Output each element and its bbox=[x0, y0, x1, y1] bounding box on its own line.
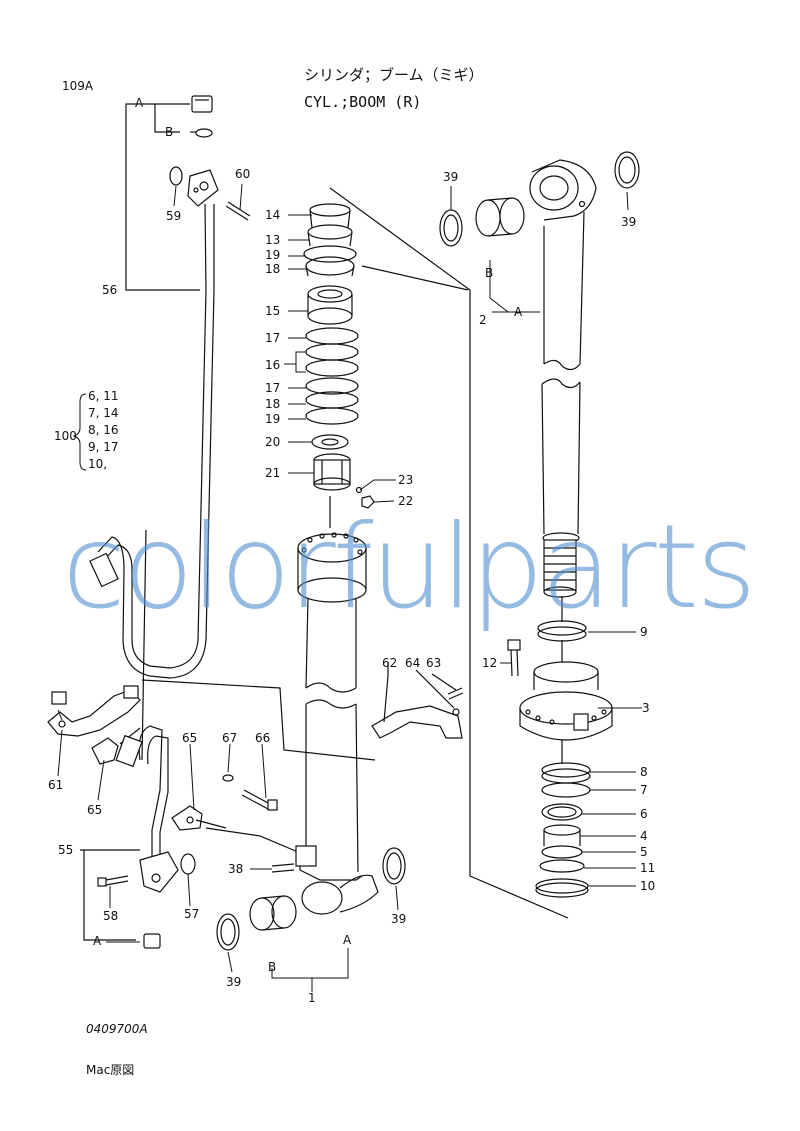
callout-21: 21 bbox=[265, 466, 281, 480]
drawing-number: 0409700A bbox=[86, 1022, 148, 1036]
callout-23: 23 bbox=[398, 473, 414, 487]
callout-39-top-right: 39 bbox=[621, 215, 637, 229]
callout-A-top: A bbox=[135, 96, 144, 110]
seal-stack bbox=[303, 203, 375, 509]
callout-15: 15 bbox=[265, 304, 281, 318]
watermark: colorfulparts bbox=[62, 500, 757, 635]
callout-6: 6 bbox=[640, 807, 648, 821]
callout-7: 7 bbox=[640, 783, 648, 797]
callout-2: 2 bbox=[479, 313, 487, 327]
callout-66: 66 bbox=[255, 731, 271, 745]
callout-65-right: 65 bbox=[182, 731, 198, 745]
callout-A-bottom: A bbox=[343, 933, 352, 947]
callout-61: 61 bbox=[48, 778, 64, 792]
callout-B-bottom: B bbox=[268, 960, 277, 974]
callout-12: 12 bbox=[482, 656, 498, 670]
callout-17b: 17 bbox=[265, 381, 281, 395]
callout-58: 58 bbox=[103, 909, 119, 923]
callout-4: 4 bbox=[640, 829, 648, 843]
callout-56: 56 bbox=[102, 283, 118, 297]
callout-38: 38 bbox=[228, 862, 244, 876]
group-item-5: 10, bbox=[88, 457, 108, 471]
leader-lines bbox=[57, 183, 642, 992]
title-japanese: シリンダ；ブーム（ミギ） bbox=[304, 66, 484, 84]
callout-A-right: A bbox=[514, 305, 523, 319]
callout-14: 14 bbox=[265, 208, 281, 222]
callout-10: 10 bbox=[640, 879, 656, 893]
callout-39-top-left: 39 bbox=[443, 170, 459, 184]
callout-B-top: B bbox=[165, 125, 174, 139]
callout-19b: 19 bbox=[265, 412, 281, 426]
callout-5: 5 bbox=[640, 845, 648, 859]
callout-55: 55 bbox=[58, 843, 74, 857]
group-brace bbox=[72, 393, 87, 471]
callout-B-right: B bbox=[485, 266, 494, 280]
callout-8: 8 bbox=[640, 765, 648, 779]
callout-9: 9 bbox=[640, 625, 648, 639]
callout-22: 22 bbox=[398, 494, 414, 508]
callout-18a: 18 bbox=[265, 262, 281, 276]
callout-13: 13 bbox=[265, 233, 281, 247]
callout-16: 16 bbox=[265, 358, 281, 372]
callout-60: 60 bbox=[235, 167, 251, 181]
group-item-1: 6, 11 bbox=[88, 389, 119, 403]
callout-18b: 18 bbox=[265, 397, 281, 411]
piston-stack bbox=[507, 620, 613, 898]
group-item-4: 9, 17 bbox=[88, 440, 119, 454]
group-item-2: 7, 14 bbox=[88, 406, 119, 420]
callout-67: 67 bbox=[222, 731, 238, 745]
callout-65-left: 65 bbox=[87, 803, 103, 817]
assembly-lines bbox=[329, 187, 569, 919]
cylinder-rod bbox=[216, 532, 464, 951]
callout-A-bottom-left: A bbox=[93, 934, 102, 948]
callout-39-lower-left: 39 bbox=[226, 975, 242, 989]
title-english: CYL.;BOOM (R) bbox=[304, 93, 422, 111]
drawing-note: Mac原図 bbox=[86, 1063, 135, 1077]
callout-20: 20 bbox=[265, 435, 281, 449]
callout-17a: 17 bbox=[265, 331, 281, 345]
callout-64: 64 bbox=[405, 656, 421, 670]
callout-11: 11 bbox=[640, 861, 656, 875]
group-number: 100 bbox=[54, 429, 77, 443]
callout-3: 3 bbox=[642, 701, 650, 715]
callout-63: 63 bbox=[426, 656, 442, 670]
callout-59: 59 bbox=[166, 209, 182, 223]
pipe-lower-assembly bbox=[47, 529, 376, 949]
callout-57: 57 bbox=[184, 907, 200, 921]
callout-39-lower-right: 39 bbox=[391, 912, 407, 926]
callout-19a: 19 bbox=[265, 248, 281, 262]
page-code: 109A bbox=[62, 79, 94, 93]
callout-1: 1 bbox=[308, 991, 316, 1005]
group-item-3: 8, 16 bbox=[88, 423, 119, 437]
callout-62: 62 bbox=[382, 656, 398, 670]
cylinder-tube bbox=[439, 151, 640, 598]
pipe-upper-assembly bbox=[89, 95, 251, 679]
